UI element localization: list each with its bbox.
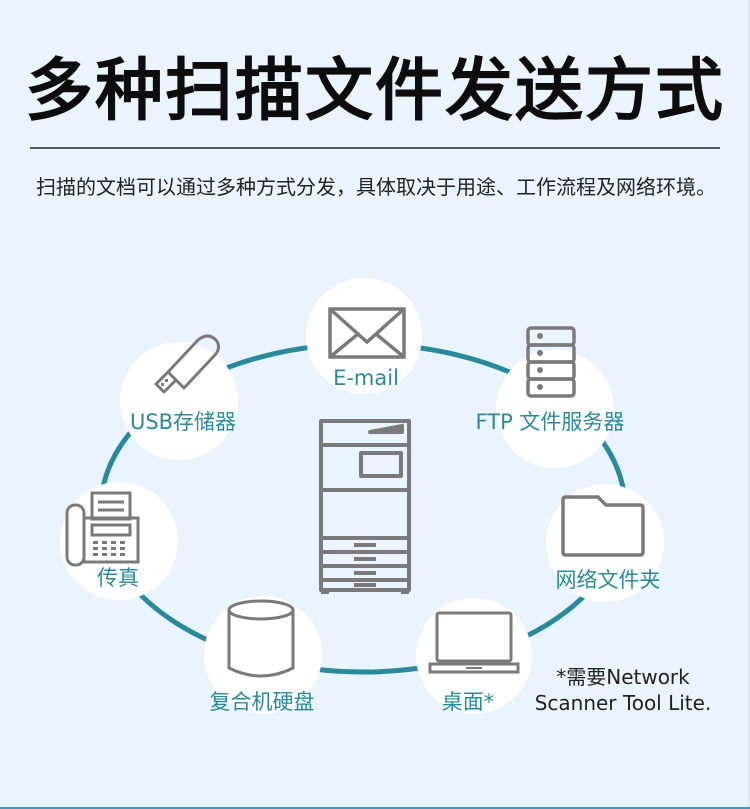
node-label-mfp-hdd: 复合机硬盘 xyxy=(209,690,315,714)
footnote-line-1: *需要Network xyxy=(556,665,690,689)
fax-icon xyxy=(65,491,140,567)
node-label-usb: USB存储器 xyxy=(129,410,237,434)
desktop-footnote: *需要Network Scanner Tool Lite. xyxy=(528,664,718,716)
server-icon xyxy=(526,326,576,398)
usb-drive-icon xyxy=(154,334,221,394)
node-label-desktop: 桌面* xyxy=(441,690,495,714)
bottom-border xyxy=(0,807,750,809)
page-title: 多种扫描文件发送方式 xyxy=(24,52,725,131)
folder-icon xyxy=(561,495,645,557)
multifunction-printer-icon xyxy=(319,419,411,594)
laptop-node-disc xyxy=(416,598,532,714)
intro-text: 扫描的文档可以通过多种方式分发，具体取决于用途、工作流程及网络环境。 xyxy=(36,175,716,199)
node-label-ftp: FTP 文件服务器 xyxy=(475,410,625,434)
hard-disk-icon xyxy=(227,599,295,678)
laptop-icon xyxy=(428,611,520,674)
ftp-node-disc xyxy=(496,350,614,468)
hdd-node-disc xyxy=(204,596,322,714)
footnote-line-2: Scanner Tool Lite. xyxy=(534,691,712,715)
node-label-fax: 传真 xyxy=(97,566,139,590)
right-edge-border xyxy=(748,0,750,809)
node-label-email: E-mail xyxy=(333,366,399,390)
node-label-network-folder: 网络文件夹 xyxy=(555,568,661,592)
title-divider xyxy=(30,147,720,149)
envelope-icon xyxy=(328,307,406,359)
